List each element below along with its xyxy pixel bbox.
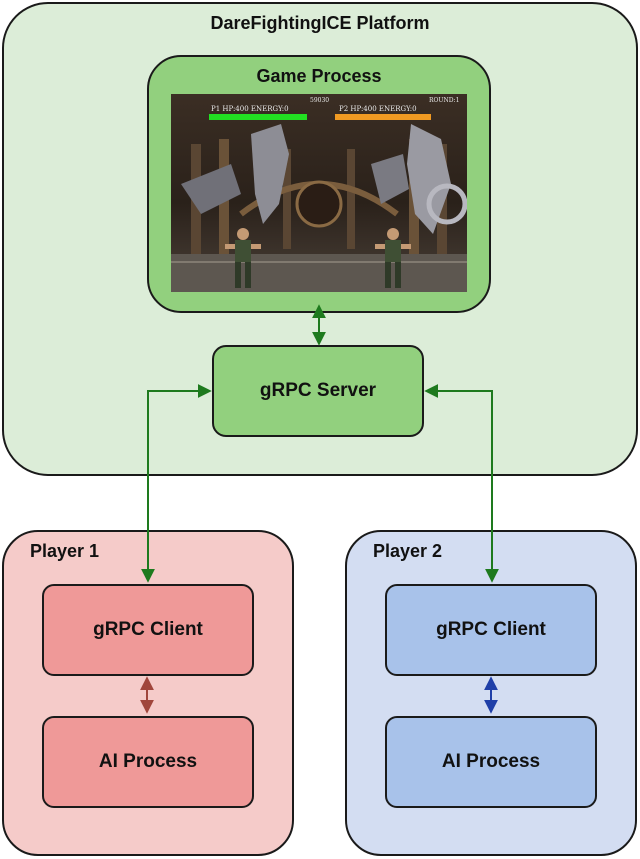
player2-grpc-client-node: gRPC Client (385, 584, 597, 676)
p1-hud-text: P1 HP:400 ENERGY:0 (211, 105, 289, 113)
server-player2-arrow (424, 384, 499, 583)
player1-grpc-client-label: gRPC Client (93, 619, 203, 640)
p2-hud-text: P2 HP:400 ENERGY:0 (339, 105, 417, 113)
fighter-1 (225, 228, 261, 288)
player2-ai-process-label: AI Process (441, 751, 541, 772)
game-process-node: Game Process (147, 55, 491, 313)
game-screenshot-image: P1 HP:400 ENERGY:0 P2 HP:400 ENERGY:0 59… (171, 94, 467, 292)
game-process-title: Game Process (256, 66, 382, 86)
server-player1-arrow (141, 384, 212, 583)
grpc-server-node: gRPC Server (212, 345, 424, 437)
fighter-2 (375, 228, 411, 288)
player1-ai-process-label: AI Process (98, 751, 198, 772)
player1-grpc-client-node: gRPC Client (42, 584, 254, 676)
platform-title: DareFightingICE Platform (210, 13, 430, 33)
player1-title: Player 1 (30, 541, 100, 561)
player2-grpc-client-label: gRPC Client (436, 619, 546, 640)
round-text: ROUND:1 (429, 97, 459, 104)
player1-ai-process-node: AI Process (42, 716, 254, 808)
player2-ai-process-node: AI Process (385, 716, 597, 808)
grpc-server-label: gRPC Server (259, 380, 377, 401)
game-screenshot: P1 HP:400 ENERGY:0 P2 HP:400 ENERGY:0 59… (171, 94, 467, 292)
timer-text: 59030 (310, 97, 329, 104)
